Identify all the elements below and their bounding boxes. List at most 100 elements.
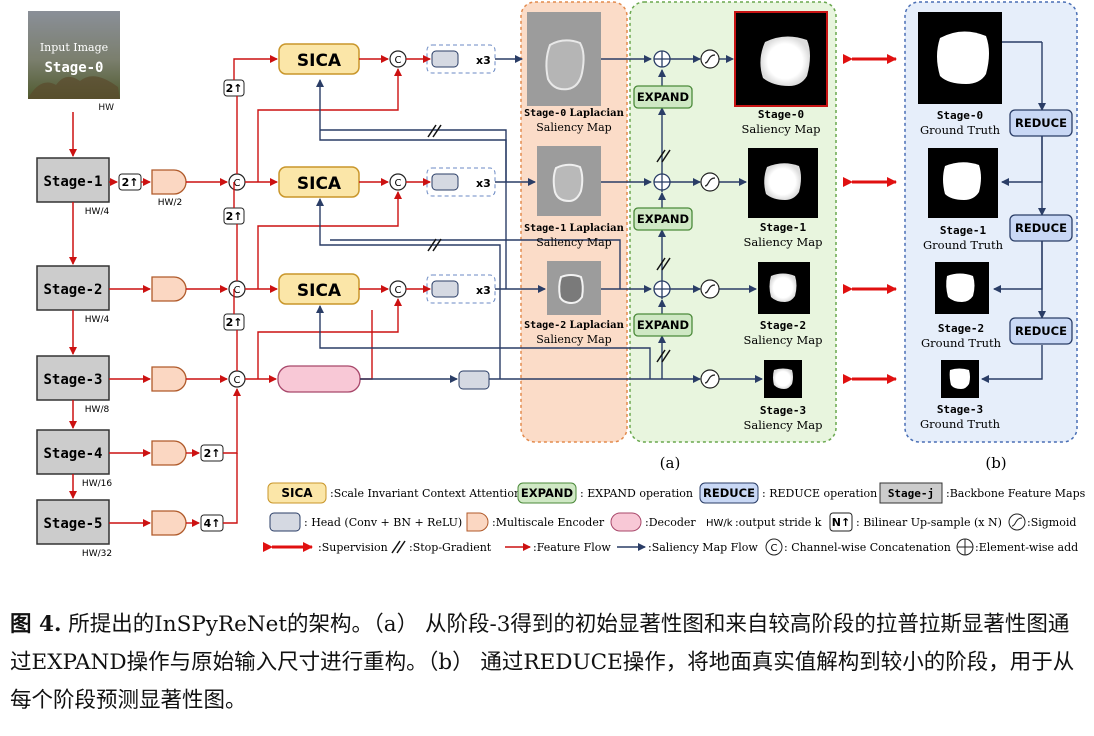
ground-truth-3	[941, 360, 979, 398]
ground-truth-0	[918, 12, 1002, 104]
saliency-map-flow	[316, 41, 1046, 383]
laplacian-sub: Saliency Map	[536, 333, 611, 346]
backbone-stage-4: Stage-4HW/16	[36, 429, 112, 489]
laplacian-maps	[527, 12, 601, 315]
reduce-blocks: REDUCE REDUCE REDUCE	[1009, 109, 1073, 345]
concat-symbol: C	[395, 285, 402, 296]
stride-label: HW/8	[85, 405, 110, 415]
stop-gradient-marks	[427, 124, 671, 363]
concat-symbol: C	[234, 285, 241, 296]
svg-text:EXPAND: EXPAND	[637, 212, 689, 226]
backbone-stage-5: Stage-5HW/32	[36, 499, 112, 559]
upsample-box: 2↑	[118, 173, 142, 191]
head-x3: x3	[426, 44, 496, 74]
legend-reduce-swatch	[699, 482, 759, 504]
legend-stage-swatch	[879, 482, 943, 504]
saliency-map-1	[748, 148, 818, 218]
legend-decoder-text: :Decoder	[645, 516, 696, 529]
laplacian-sub: Saliency Map	[536, 236, 611, 249]
svg-text:REDUCE: REDUCE	[1015, 221, 1067, 235]
backbone: Stage-1HW/4 Stage-2HW/4 Stage-3HW/8 Stag…	[36, 157, 112, 559]
concat-symbol: C	[234, 178, 241, 189]
laplacian-caption: Stage-2 Laplacian	[524, 320, 624, 331]
legend-sigmoid-text: :Sigmoid	[1027, 516, 1076, 529]
element-wise-add	[653, 50, 671, 298]
saliency-map-3	[764, 360, 802, 398]
figure-caption: 图 4. 所提出的InSPyReNet的架构。（a） 从阶段-3得到的初始显著性…	[10, 606, 1084, 720]
heads: x3 x3 x3	[426, 44, 496, 390]
legend-stage-text: :Backbone Feature Maps	[946, 487, 1086, 500]
feature-flow	[109, 55, 431, 527]
saliency-map-2	[758, 262, 810, 314]
multiscale-encoders	[151, 169, 187, 536]
legend-featureflow-text: :Feature Flow	[533, 541, 611, 554]
stride-label: HW/2	[158, 198, 182, 208]
sica-block: SICA	[278, 273, 360, 305]
svg-text:EXPAND: EXPAND	[637, 318, 689, 332]
head-x3: x3	[426, 167, 496, 197]
encoder-4	[151, 440, 187, 466]
saliency-sub: Saliency Map	[744, 333, 823, 347]
legend-stage-label: Stage-j	[888, 487, 934, 500]
laplacian-caption: Stage-0 Laplacian	[524, 108, 624, 119]
backbone-stage-label: Stage-5	[43, 516, 102, 532]
legend-stopgrad-text: :Stop-Gradient	[409, 541, 492, 554]
svg-text:x3: x3	[476, 177, 491, 190]
legend: SICA :Scale Invariant Context Attention …	[263, 482, 1086, 556]
upsample-box: 4↑	[200, 514, 224, 532]
expand-block: EXPAND	[633, 313, 693, 337]
svg-text:2↑: 2↑	[204, 447, 221, 460]
backbone-stage-3: Stage-3HW/8	[36, 355, 110, 415]
gt-sub: Ground Truth	[921, 336, 1002, 350]
legend-expand-label: EXPAND	[521, 486, 573, 500]
architecture-diagram: Input Image Stage-0 HW Stage-1HW/4 Stage…	[28, 1, 1086, 559]
legend-salflow-text: :Saliency Map Flow	[648, 541, 758, 554]
laplacian-map-0	[527, 12, 601, 106]
saliency-map-0	[734, 11, 828, 107]
encoder-2	[151, 276, 187, 302]
gt-sub: Ground Truth	[920, 417, 1001, 431]
svg-text:x3: x3	[476, 54, 491, 67]
encoder-1	[151, 169, 187, 195]
reduce-block: REDUCE	[1009, 214, 1073, 242]
laplacian-sub: Saliency Map	[536, 121, 611, 134]
svg-text:x3: x3	[476, 284, 491, 297]
sigmoid-nodes	[700, 49, 720, 389]
gt-sub: Ground Truth	[923, 238, 1004, 252]
reduce-block: REDUCE	[1009, 109, 1073, 137]
decoder	[277, 365, 361, 393]
svg-text:2↑: 2↑	[226, 82, 243, 95]
head-block	[458, 370, 490, 390]
saliency-sub: Saliency Map	[742, 122, 821, 136]
backbone-stage-label: Stage-1	[43, 174, 102, 190]
laplacian-caption: Stage-1 Laplacian	[524, 223, 624, 234]
laplacian-map-2	[547, 261, 601, 315]
concat-symbol: C	[395, 178, 402, 189]
legend-expand-text: : EXPAND operation	[580, 487, 693, 500]
legend-sica-swatch	[267, 482, 327, 504]
saliency-maps	[734, 11, 828, 398]
legend-upsample-text: : Bilinear Up-sample (x N)	[856, 516, 1002, 529]
panel-label-b: (b)	[985, 454, 1006, 472]
saliency-sub: Saliency Map	[744, 235, 823, 249]
saliency-stage: Stage-1	[760, 221, 807, 234]
input-image: Input Image Stage-0	[28, 11, 120, 99]
legend-upsample-label: N↑	[832, 516, 850, 529]
gt-stage: Stage-1	[940, 224, 987, 237]
expand-block: EXPAND	[633, 207, 693, 231]
encoder-5	[151, 510, 187, 536]
saliency-stage: Stage-0	[758, 108, 804, 121]
svg-text:SICA: SICA	[297, 281, 342, 301]
concat-circles	[228, 50, 407, 388]
svg-text:SICA: SICA	[297, 51, 342, 71]
saliency-stage: Stage-2	[760, 319, 806, 332]
svg-text:EXPAND: EXPAND	[637, 90, 689, 104]
legend-hwk-label: HW/k	[706, 518, 733, 529]
svg-text:REDUCE: REDUCE	[1015, 324, 1067, 338]
legend-decoder-swatch	[610, 512, 642, 532]
reduce-block: REDUCE	[1009, 317, 1073, 345]
upsample-box: 2↑	[223, 313, 245, 331]
legend-concat-text: : Channel-wise Concatenation	[784, 541, 951, 554]
caption-label: 图 4.	[10, 612, 62, 637]
sica-block: SICA	[278, 166, 360, 198]
